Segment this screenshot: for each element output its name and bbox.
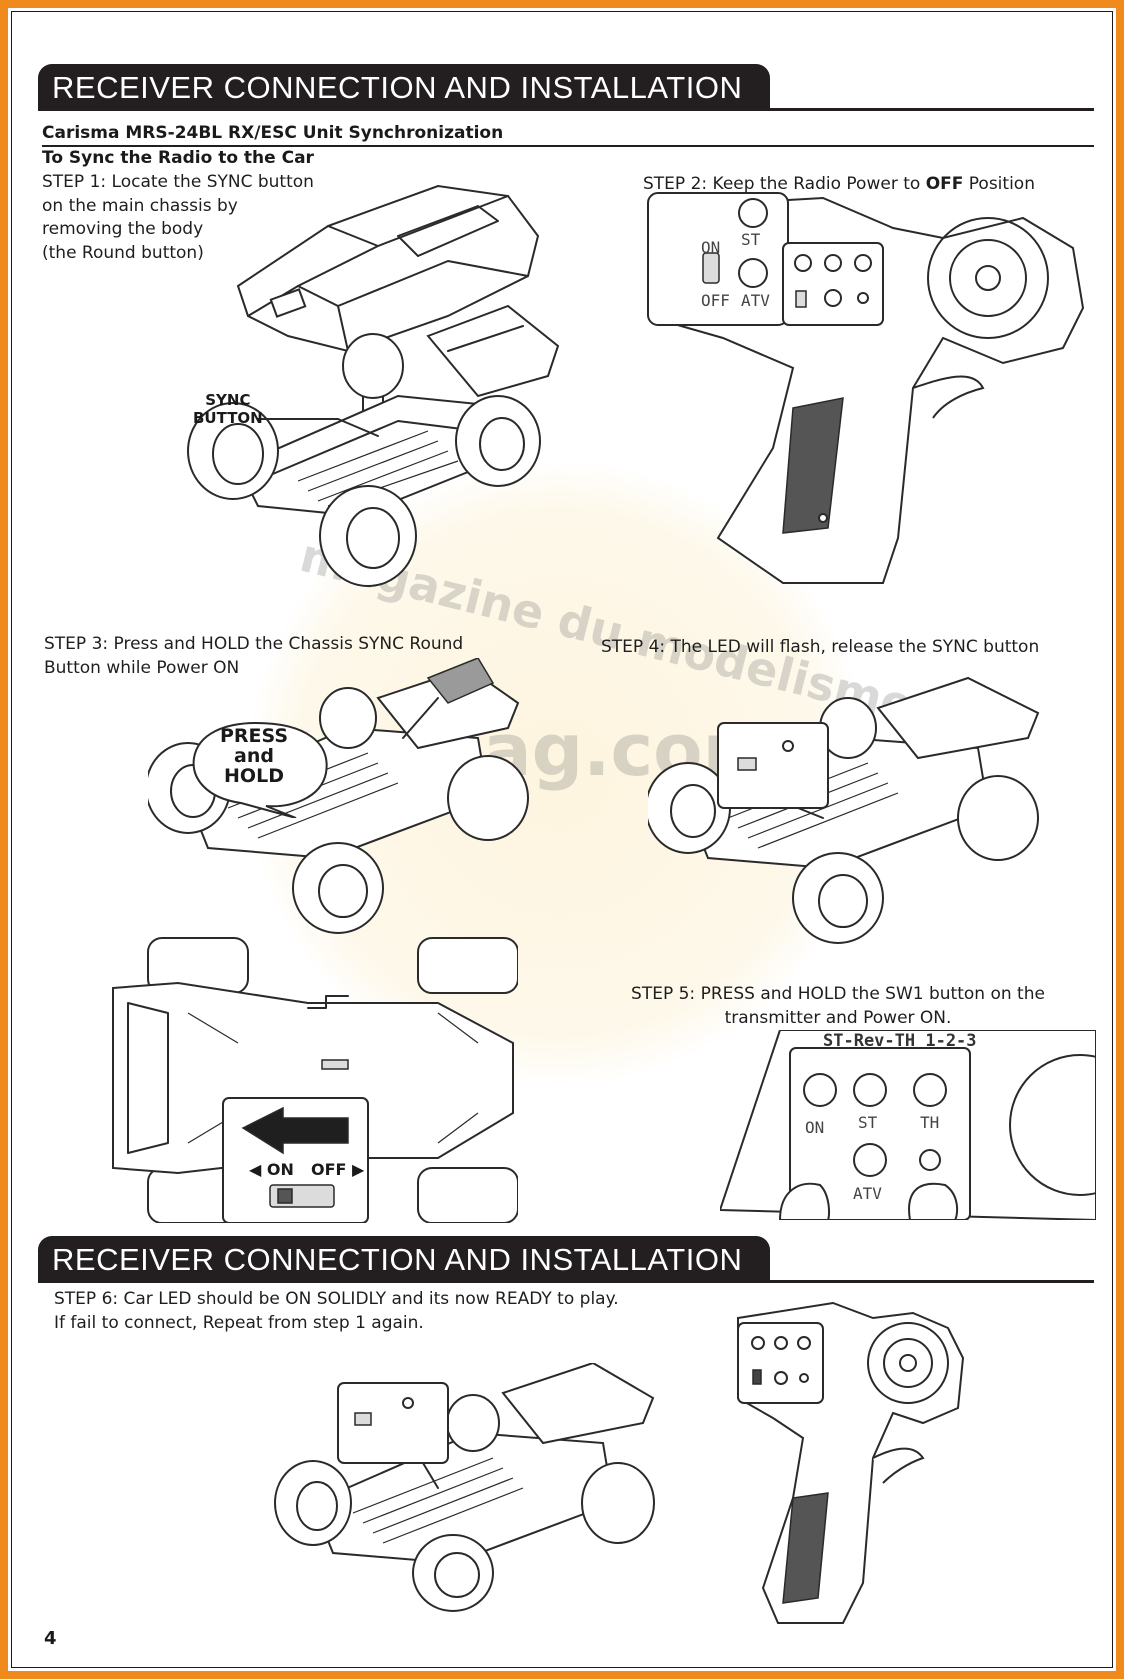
tx-label-off: OFF [701, 291, 730, 310]
tx-closeup-atv: ATV [853, 1184, 882, 1203]
sync-subtitle: Carisma MRS-24BL RX/ESC Unit Synchroniza… [42, 123, 1094, 147]
page-number: 4 [44, 1628, 57, 1649]
section-title-bottom: RECEIVER CONNECTION AND INSTALLATION [52, 1242, 743, 1277]
tx-closeup-on: ON [805, 1118, 825, 1137]
press-hold-callout: PRESS and HOLD [219, 725, 289, 787]
tx-label-on: ON [701, 238, 721, 257]
step-3-text: STEP 3: Press and HOLD the Chassis SYNC … [44, 634, 464, 678]
section-header-top: RECEIVER CONNECTION AND INSTALLATION [38, 64, 1094, 112]
press-hold-bubble [192, 721, 328, 818]
tx-closeup-st: ST [858, 1113, 878, 1132]
car-ready-illustration [274, 1363, 655, 1612]
tx-label-atv: ATV [741, 291, 770, 310]
step-4-text: STEP 4: The LED will flash, release the … [601, 637, 1040, 657]
chassis-underside-illustration [112, 937, 518, 1223]
transmitter-illustration [646, 192, 1085, 584]
car-press-illustration [148, 658, 529, 934]
section-title-top: RECEIVER CONNECTION AND INSTALLATION [52, 70, 743, 105]
sync-subheading: To Sync the Radio to the Car [42, 148, 314, 168]
tx-closeup-th: TH [920, 1113, 940, 1132]
step-1-text: STEP 1: Locate the SYNC button on the ma… [42, 172, 314, 263]
switch-label-off: OFF ▶ [311, 1160, 365, 1179]
switch-label-on: ◀ ON [249, 1160, 294, 1179]
tx-panel-label: ST-Rev-TH 1-2-3 [823, 1031, 977, 1051]
step-5-text: STEP 5: PRESS and HOLD the SW1 button on… [631, 984, 1045, 1028]
transmitter-ready-illustration [737, 1301, 965, 1624]
step-2-text: STEP 2: Keep the Radio Power to OFF Posi… [643, 174, 1035, 194]
car-led-illustration [648, 676, 1040, 944]
step-6-text: STEP 6: Car LED should be ON SOLIDLY and… [54, 1289, 619, 1333]
section-header-bottom: RECEIVER CONNECTION AND INSTALLATION [38, 1236, 1094, 1284]
transmitter-closeup-illustration [720, 1030, 1096, 1220]
car-body-illustration [187, 184, 560, 587]
tx-label-st: ST [741, 230, 761, 249]
sync-button-callout: SYNC BUTTON [193, 391, 263, 427]
